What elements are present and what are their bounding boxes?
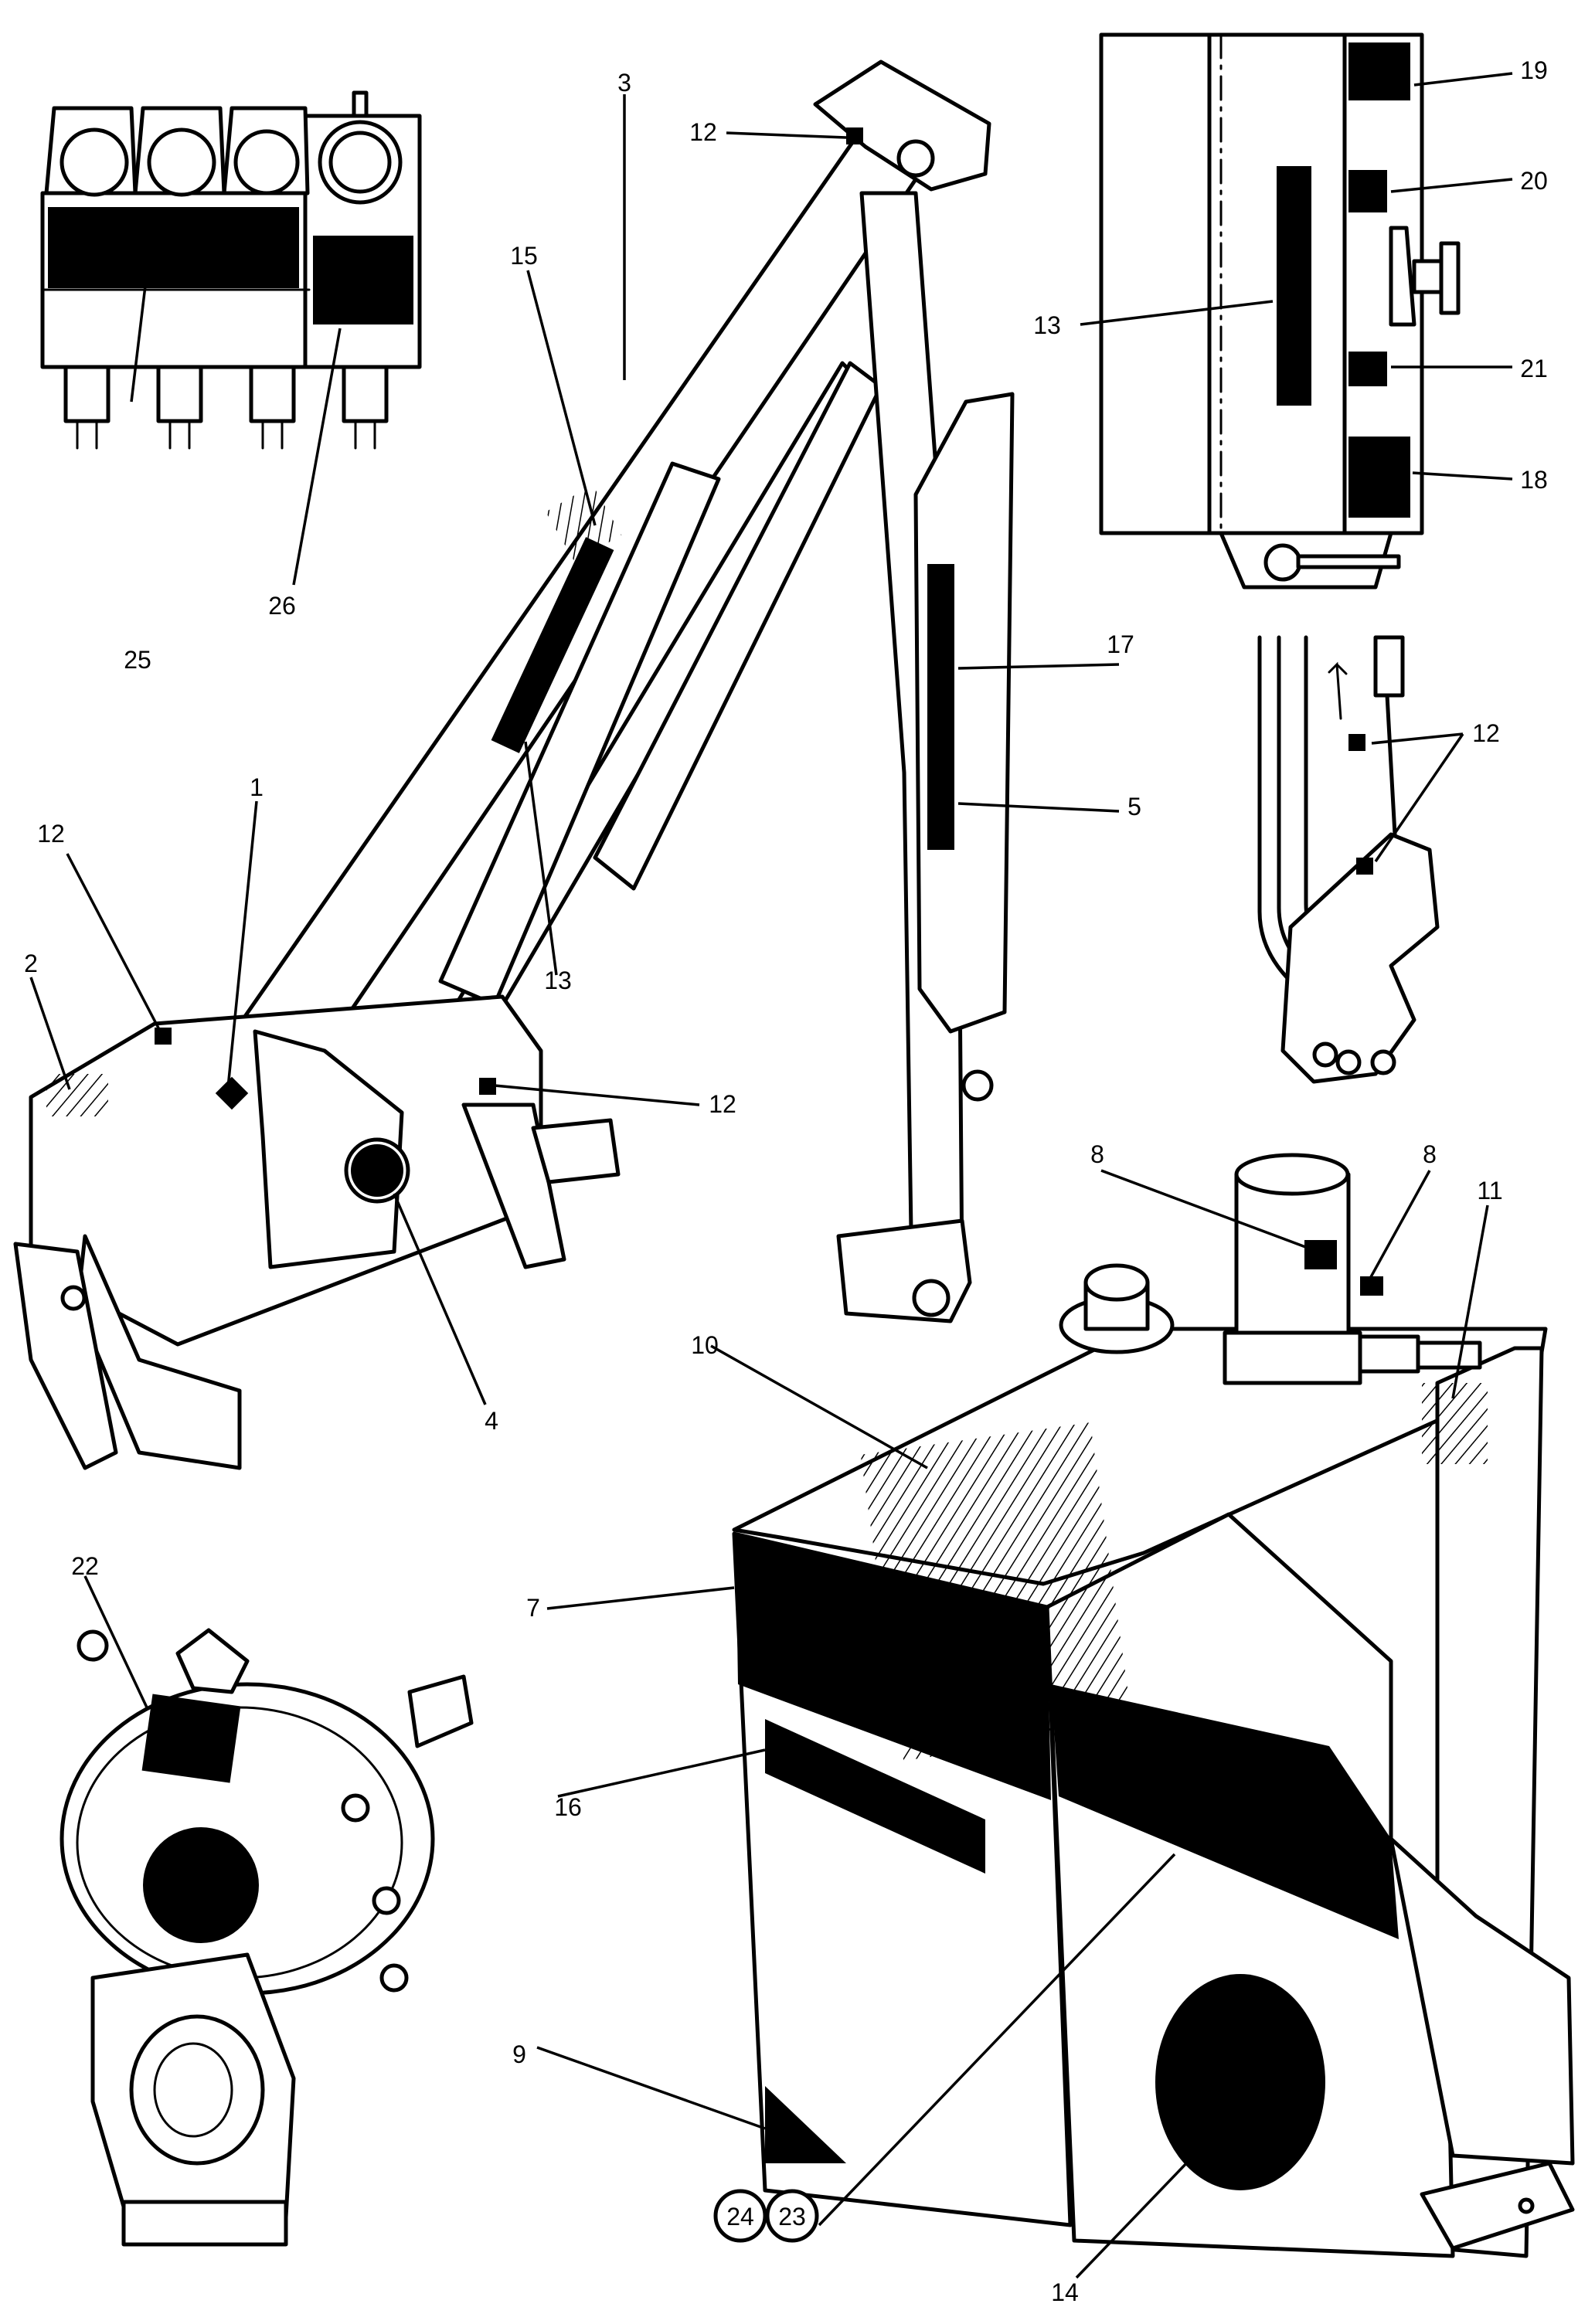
- pto-gearbox: [60, 1628, 474, 2247]
- label-17: 17: [1107, 630, 1134, 658]
- leader-lines: [29, 72, 1513, 2279]
- label-24-circle: [713, 2189, 767, 2243]
- decal-18: [1348, 437, 1410, 518]
- label-13-b: 13: [544, 967, 572, 994]
- decal-13-boom: [491, 537, 614, 753]
- label-11: 11: [1477, 1177, 1502, 1204]
- decal-9: [765, 2086, 846, 2163]
- label-12-a: 12: [689, 118, 717, 146]
- label-18: 18: [1520, 466, 1548, 494]
- decal-13-box: [1277, 166, 1311, 406]
- decal-19: [1348, 42, 1410, 100]
- label-7: 7: [526, 1594, 540, 1622]
- label-16: 16: [554, 1793, 582, 1821]
- hose-detail: [1257, 635, 1440, 1084]
- decal-10: [860, 1422, 1134, 1761]
- decal-11: [1422, 1383, 1488, 1464]
- label-19: 19: [1520, 56, 1548, 84]
- hydraulic-tank: [732, 1153, 1575, 2258]
- decal-26: [313, 236, 413, 324]
- label-25: 25: [124, 646, 151, 674]
- label-10: 10: [691, 1331, 719, 1359]
- label-26: 26: [268, 592, 296, 620]
- decal-16: [765, 1719, 985, 1874]
- label-8b: 8: [1423, 1140, 1437, 1168]
- label-23-circle: [765, 2189, 819, 2243]
- label-5: 5: [1127, 793, 1141, 821]
- label-2: 2: [24, 950, 38, 977]
- decal-17: [927, 564, 954, 850]
- label-12-c: 12: [37, 820, 65, 848]
- decal-22: [141, 1694, 241, 1783]
- label-20: 20: [1520, 167, 1548, 195]
- boom-assembly: [13, 59, 1015, 1470]
- label-12-d: 12: [709, 1090, 736, 1118]
- decal-23: [1051, 1684, 1399, 1939]
- decal-25: [48, 207, 299, 288]
- label-15: 15: [510, 242, 538, 270]
- decal-21: [1348, 352, 1387, 386]
- decal-8a: [1304, 1240, 1337, 1269]
- decal-20: [1348, 170, 1387, 212]
- control-valve-bank: [40, 90, 422, 450]
- label-3: 3: [617, 69, 631, 97]
- label-24: 24: [726, 2203, 754, 2231]
- label-12-b: 12: [1472, 719, 1500, 747]
- decal-14: [1155, 1974, 1325, 2190]
- label-1: 1: [250, 773, 264, 801]
- decal-8b: [1360, 1276, 1383, 1296]
- callout-labels: 1 2 3 4 5 7 8 8 9 10 11 12 12 12 12 13 1…: [24, 56, 1548, 2306]
- label-9: 9: [512, 2040, 526, 2068]
- label-8a: 8: [1090, 1140, 1104, 1168]
- label-21: 21: [1520, 355, 1548, 382]
- label-22: 22: [71, 1552, 99, 1580]
- label-13-a: 13: [1033, 311, 1061, 339]
- label-14: 14: [1051, 2278, 1079, 2306]
- label-23: 23: [778, 2203, 806, 2231]
- control-box: [1099, 32, 1461, 589]
- label-4: 4: [485, 1407, 498, 1435]
